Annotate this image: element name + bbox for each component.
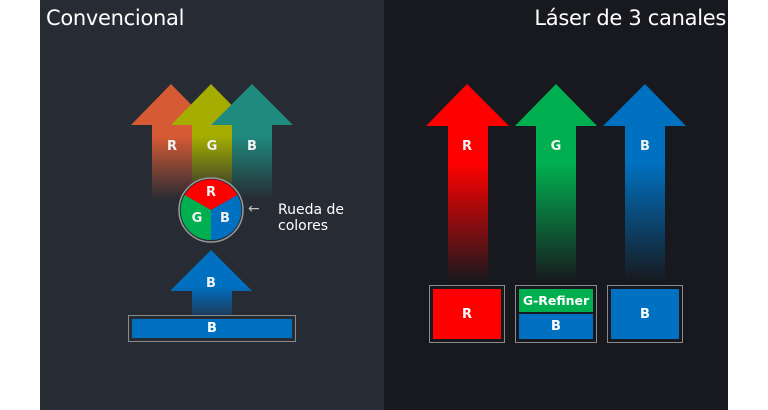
laser-title: Láser de 3 canales (534, 6, 726, 30)
laser-arrow-g-icon (515, 84, 597, 282)
arrow-b-label: B (247, 139, 257, 154)
laser-rgb-arrows (426, 84, 686, 282)
conventional-title: Convencional (46, 6, 185, 30)
conventional-rgb-arrows (131, 84, 293, 316)
arrow-g-label: G (206, 139, 218, 154)
laser-arrow-b-label: B (640, 139, 650, 154)
source-arrow-label: B (206, 276, 216, 291)
laser-box-b-label: B (611, 289, 679, 339)
arrow-r-label: R (166, 139, 177, 154)
conventional-panel: Convencional (40, 0, 384, 410)
source-arrow-b-icon (170, 250, 252, 316)
source-box-b-label: B (132, 319, 292, 338)
laser-arrow-r-label: R (461, 139, 472, 154)
wheel-label-b: B (220, 211, 230, 226)
left-arrow-icon: ← (248, 201, 260, 217)
wheel-label-g: G (191, 211, 203, 226)
laser-box-r: R (429, 285, 505, 343)
g-refiner-b-label: B (519, 314, 593, 339)
wheel-segment-b (211, 195, 242, 241)
laser-panel: Láser de 3 canales R G (384, 0, 728, 410)
source-box-b: B (128, 315, 296, 342)
laser-arrow-g-label: G (550, 139, 562, 154)
g-refiner-label: G-Refiner (519, 289, 593, 312)
wheel-segment-g (180, 195, 211, 241)
arrow-b-icon (211, 84, 293, 200)
laser-box-r-label: R (433, 289, 501, 339)
laser-arrow-b-icon (603, 84, 686, 282)
laser-arrow-r-icon (426, 84, 509, 282)
color-wheel-caption: Rueda de colores (278, 202, 345, 234)
laser-box-b: B (607, 285, 683, 343)
wheel-segment-r (184, 179, 238, 210)
wheel-label-r: R (205, 185, 216, 200)
laser-box-g-refiner: G-Refiner B (515, 285, 597, 343)
